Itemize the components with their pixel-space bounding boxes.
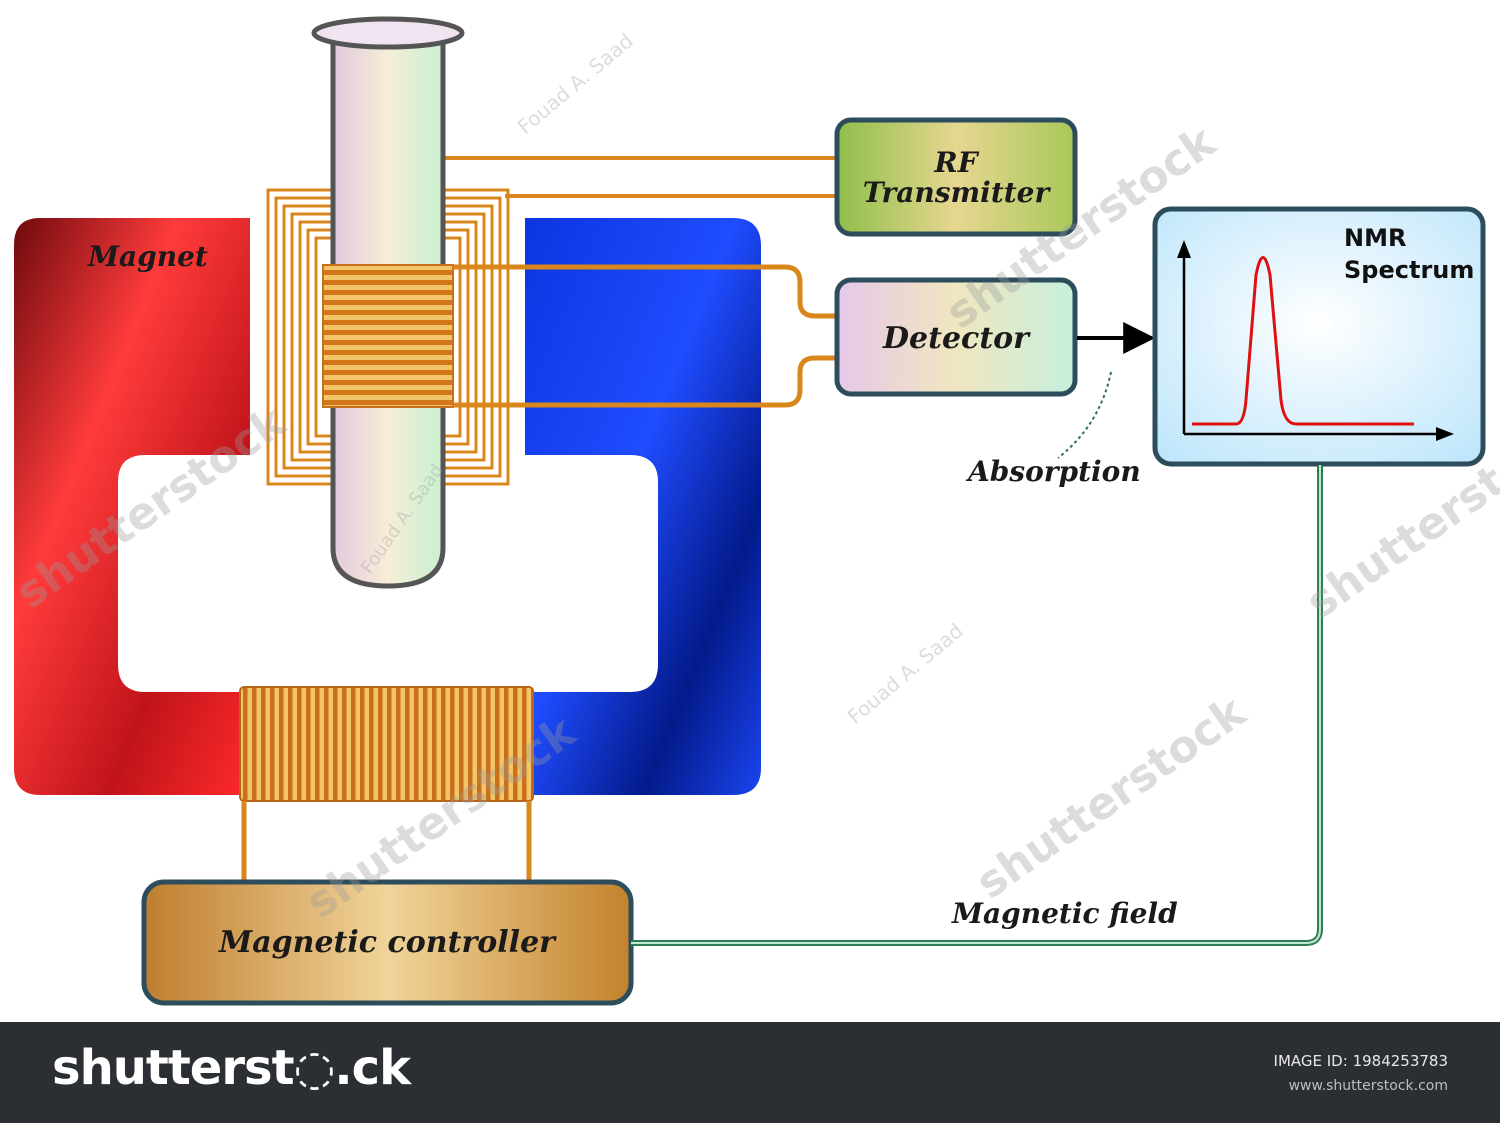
footer-brand-logo: shutterst◌.ck <box>52 1040 411 1096</box>
footer-image-id: IMAGE ID: 1984253783 <box>1274 1052 1448 1070</box>
nmr-spectrum-label-2: Spectrum <box>1344 256 1474 284</box>
rf-transmitter-label-1: RF <box>933 146 979 179</box>
detector-label: Detector <box>882 321 1031 356</box>
image-id-value: 1984253783 <box>1352 1052 1448 1070</box>
watermark-author-1: Fouad A. Saad <box>513 29 638 139</box>
image-id-label: IMAGE ID: <box>1273 1052 1348 1070</box>
magnet-red-pole <box>14 218 250 795</box>
nmr-spectrum-box <box>1152 206 1486 467</box>
magnet-blue-pole <box>525 218 761 795</box>
nmr-spectrum-label-1: NMR <box>1344 224 1406 252</box>
rf-transmitter-box <box>834 117 1078 237</box>
watermark-author-2: Fouad A. Saad <box>843 619 968 729</box>
spectrum-axes <box>1177 240 1454 441</box>
detector-box <box>834 277 1078 397</box>
magnet-label: Magnet <box>87 240 208 273</box>
absorption-label: Absorption <box>965 455 1141 488</box>
controller-wires <box>241 801 532 884</box>
electromagnet-coil <box>239 686 534 802</box>
absorption-pointer <box>1057 371 1112 459</box>
footer-url: www.shutterstock.com <box>1288 1078 1448 1094</box>
rf-wires <box>440 156 838 198</box>
footer-bar: shutterst◌.ck IMAGE ID: 1984253783 www.s… <box>0 1022 1500 1123</box>
magnetic-controller-label: Magnetic controller <box>218 925 557 960</box>
detector-wires <box>453 264 838 408</box>
magnetic-field-label: Magnetic field <box>951 897 1178 930</box>
rf-transmitter-label-2: Transmitter <box>863 176 1052 209</box>
spectrum-peak <box>1192 256 1414 426</box>
detector-coil <box>322 264 454 408</box>
watermark-text-4: shutterstock <box>967 685 1256 909</box>
